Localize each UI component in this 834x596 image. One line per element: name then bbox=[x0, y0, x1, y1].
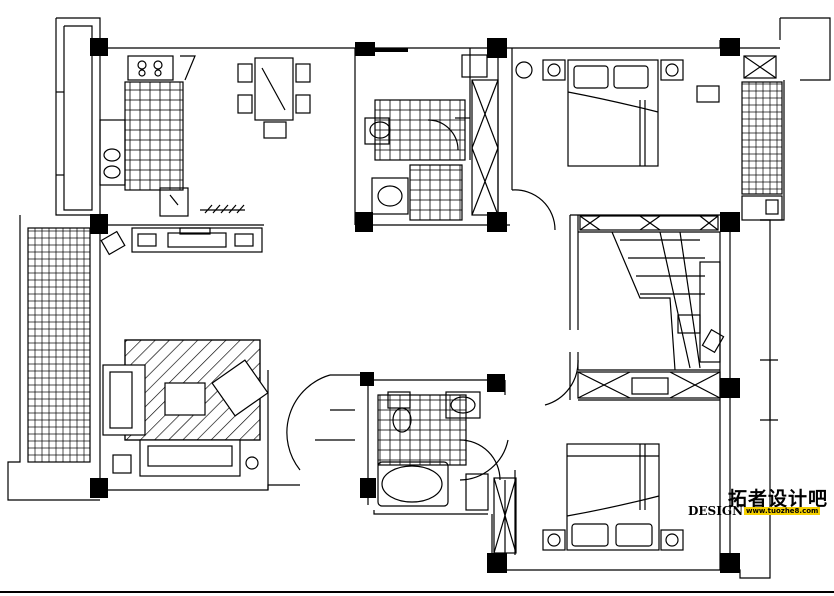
bathroom-bottom bbox=[377, 391, 501, 511]
study bbox=[611, 231, 725, 371]
bathroom-top bbox=[364, 54, 488, 215]
watermark-title: 拓者设计吧 bbox=[727, 488, 828, 510]
living-cabinet bbox=[100, 227, 263, 256]
wall-columns bbox=[90, 38, 740, 573]
watermark-url: www.tuozhe8.com bbox=[744, 507, 821, 515]
watermark: 拓者设计吧 DESIGN www.tuozhe8.com bbox=[688, 484, 834, 524]
watermark-design: DESIGN bbox=[688, 504, 744, 518]
bedroom-top bbox=[515, 55, 783, 221]
doors bbox=[286, 189, 579, 481]
living-room bbox=[102, 339, 269, 477]
wardrobes bbox=[471, 79, 721, 554]
dining-table bbox=[237, 57, 311, 139]
kitchen bbox=[99, 55, 245, 217]
bedroom-bottom bbox=[542, 443, 684, 551]
